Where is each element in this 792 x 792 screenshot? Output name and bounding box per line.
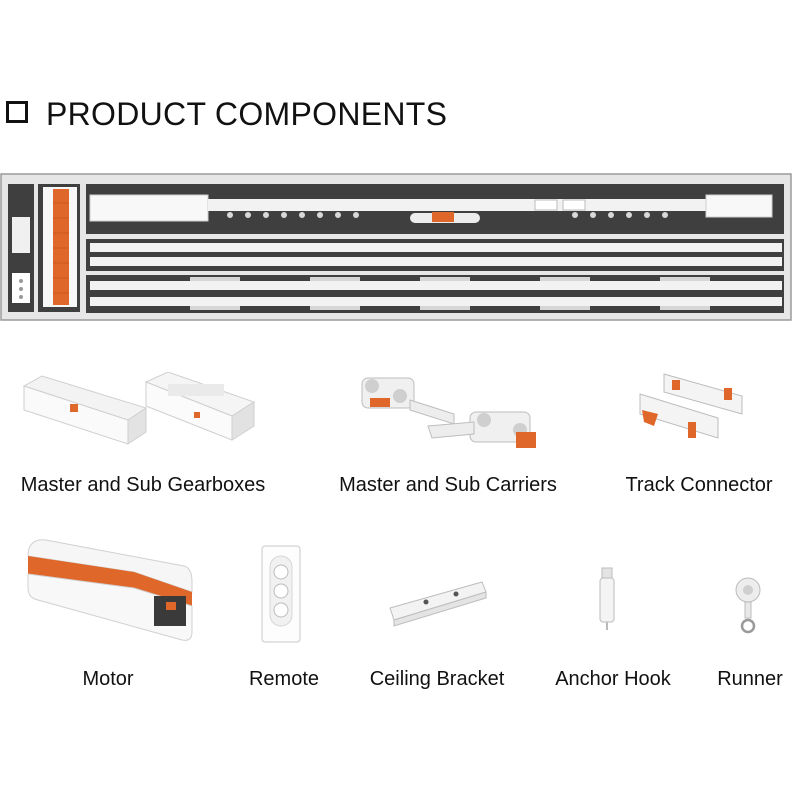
- hollow-square-icon: [6, 101, 28, 123]
- component-label-bracket: Ceiling Bracket: [369, 668, 505, 690]
- component-label-connector: Track Connector: [625, 474, 773, 496]
- ceiling-bracket-image: [389, 581, 487, 627]
- component-label-carriers: Master and Sub Carriers: [339, 474, 557, 496]
- track-connector-image: [639, 373, 743, 439]
- motor-image: [27, 539, 193, 641]
- kit-tray-illustration: [0, 173, 792, 321]
- anchor-hook-image: [599, 567, 615, 630]
- component-label-runner: Runner: [717, 668, 783, 690]
- component-label-anchor: Anchor Hook: [555, 668, 671, 690]
- gearboxes-image: [22, 372, 256, 445]
- component-label-gearboxes: Master and Sub Gearboxes: [20, 474, 266, 496]
- component-label-remote: Remote: [248, 668, 320, 690]
- page-title: PRODUCT COMPONENTS: [46, 96, 448, 132]
- runner-image: [735, 577, 761, 634]
- remote-image: [261, 545, 301, 643]
- component-label-motor: Motor: [82, 668, 134, 690]
- carriers-image: [361, 377, 536, 448]
